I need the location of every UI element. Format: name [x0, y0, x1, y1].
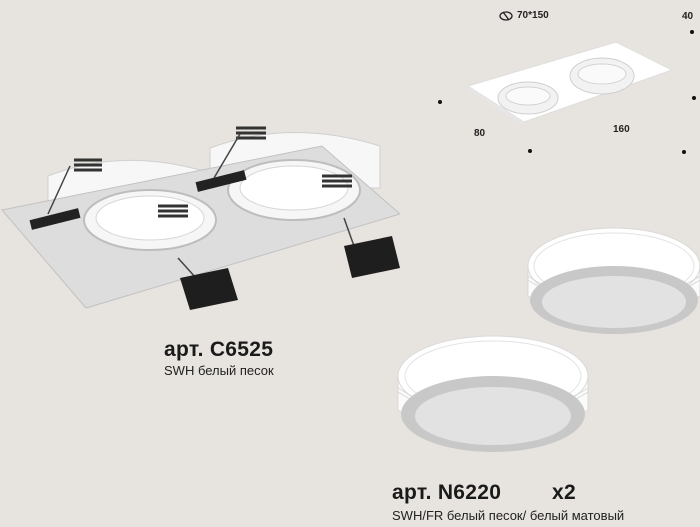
depth-dimension: 80 — [474, 128, 486, 139]
cutout-icon — [499, 11, 513, 21]
frame-c6525-image — [1, 126, 400, 310]
module-n6220-image-1 — [527, 227, 700, 334]
article-c6525: арт. C6525 — [164, 338, 274, 361]
dimension-marker — [690, 30, 694, 34]
dimension-marker — [692, 96, 696, 100]
dimension-marker — [682, 150, 686, 154]
module-n6220-image-2 — [397, 335, 589, 452]
quantity-multiplier: x2 — [552, 481, 576, 504]
description-n6220: SWH/FR белый песок/ белый матовый — [392, 508, 625, 523]
description-c6525: SWH белый песок — [164, 363, 274, 378]
height-dimension: 40 — [682, 11, 694, 22]
dimension-marker — [528, 149, 532, 153]
cutout-dimension: 70*150 — [517, 10, 549, 21]
width-dimension: 160 — [613, 124, 630, 135]
article-n6220: арт. N6220 — [392, 481, 502, 504]
dimension-marker — [438, 100, 442, 104]
dimension-preview-image — [466, 41, 674, 126]
